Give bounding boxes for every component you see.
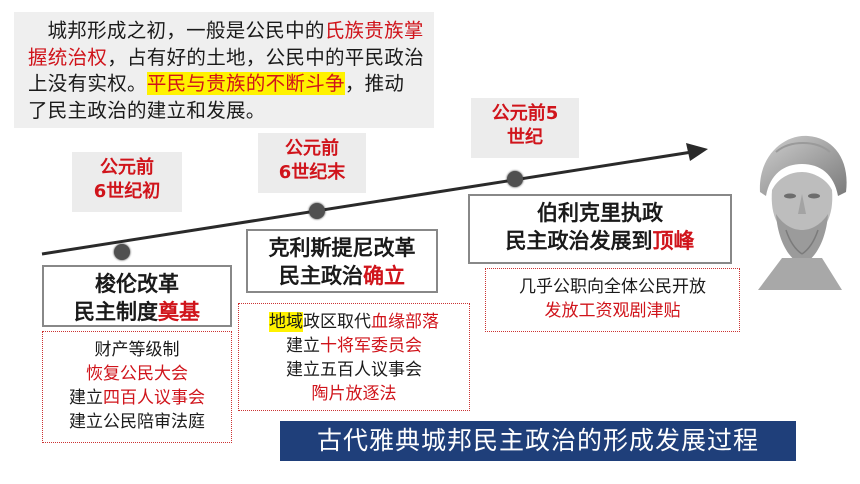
detail-item: 建立四百人议事会 bbox=[69, 388, 205, 408]
date-label-5th: 公元前5 世纪 bbox=[471, 98, 579, 158]
pericles-bust-image bbox=[758, 135, 847, 290]
timeline-dot-3 bbox=[507, 171, 523, 187]
detail-cleisthenes: 地域政区取代血缘部落 建立十将军委员会 建立五百人议事会 陶片放逐法 bbox=[238, 303, 470, 411]
intro-text-1: 城邦形成之初，一般是公民中的 bbox=[47, 19, 325, 42]
date-label-late-6th: 公元前 6世纪末 bbox=[258, 133, 366, 193]
stage-cleisthenes-reform: 克利斯提尼改革 民主政治确立 bbox=[246, 229, 438, 293]
detail-item: 建立五百人议事会 bbox=[286, 360, 422, 380]
intro-text-3: ，占有好的土地，公民中的平民政治上没有实权。 bbox=[28, 45, 425, 96]
detail-item: 几乎公职向全体公民开放 bbox=[519, 277, 706, 297]
timeline-dot-1 bbox=[114, 244, 130, 260]
detail-item: 恢复公民大会 bbox=[86, 364, 188, 384]
stage-subtitle: 民主政治确立 bbox=[279, 264, 405, 288]
intro-text-box: 城邦形成之初，一般是公民中的氏族贵族掌握统治权，占有好的土地，公民中的平民政治上… bbox=[14, 12, 434, 128]
intro-text-aristocracy: 氏族贵族掌握统治权 bbox=[28, 19, 424, 69]
detail-item: 建立十将军委员会 bbox=[286, 336, 422, 356]
stage-subtitle: 民主政治发展到顶峰 bbox=[505, 229, 695, 253]
date-label-early-6th: 公元前 6世纪初 bbox=[72, 152, 182, 212]
detail-item: 建立公民陪审法庭 bbox=[69, 412, 205, 432]
stage-title: 梭伦改革 bbox=[95, 272, 179, 296]
bottom-title-banner: 古代雅典城邦民主政治的形成发展过程 bbox=[280, 421, 796, 461]
stage-pericles-rule: 伯利克里执政 民主政治发展到顶峰 bbox=[468, 194, 732, 264]
stage-subtitle: 民主制度奠基 bbox=[74, 300, 200, 324]
intro-text-struggle: 平民与贵族的不断斗争 bbox=[146, 72, 345, 95]
intro-text-5: ，推动了民主政治的建立和发展。 bbox=[28, 72, 405, 122]
stage-solon-reform: 梭伦改革 民主制度奠基 bbox=[42, 265, 232, 327]
timeline-dot-2 bbox=[309, 203, 325, 219]
detail-item: 地域政区取代血缘部落 bbox=[269, 312, 439, 332]
detail-solon: 财产等级制 恢复公民大会 建立四百人议事会 建立公民陪审法庭 bbox=[42, 331, 232, 443]
detail-pericles: 几乎公职向全体公民开放 发放工资观剧津贴 bbox=[485, 268, 740, 332]
detail-item: 发放工资观剧津贴 bbox=[544, 301, 681, 321]
stage-title: 克利斯提尼改革 bbox=[268, 236, 416, 260]
intro-paragraph: 城邦形成之初，一般是公民中的氏族贵族掌握统治权，占有好的土地，公民中的平民政治上… bbox=[28, 18, 424, 124]
stage-title: 伯利克里执政 bbox=[537, 201, 663, 225]
detail-item: 财产等级制 bbox=[94, 340, 180, 360]
detail-item: 陶片放逐法 bbox=[311, 384, 397, 404]
